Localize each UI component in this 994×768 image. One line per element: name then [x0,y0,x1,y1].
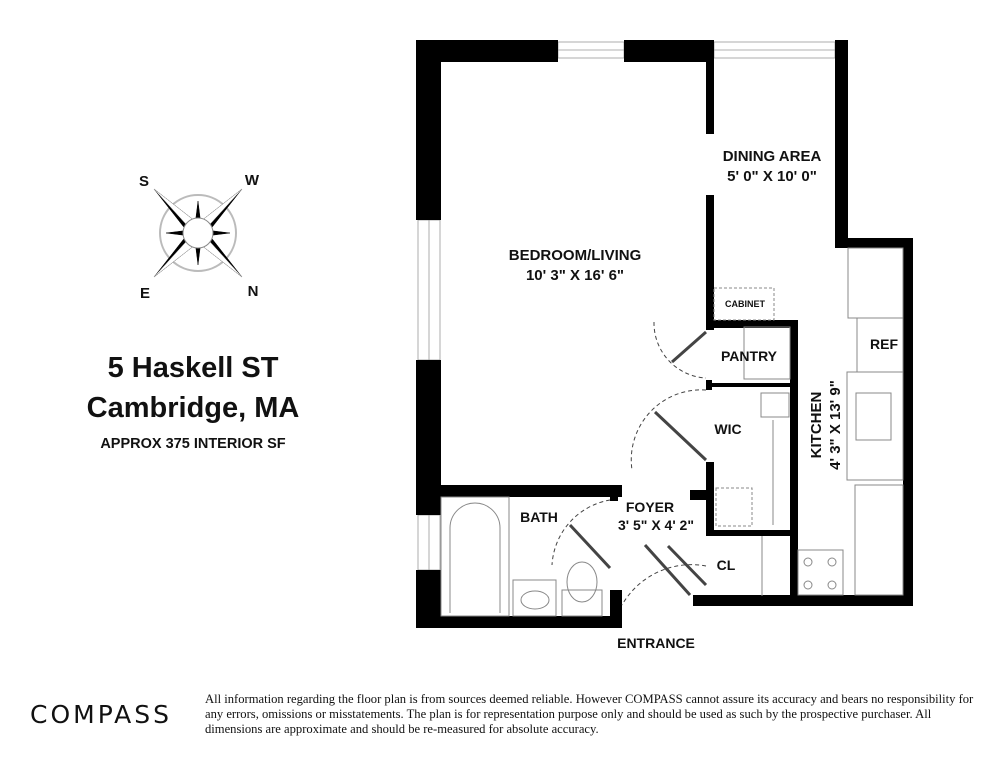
kitchen-size: 4' 3" X 13' 9" [827,380,844,470]
closet-label: CL [717,557,736,573]
compass-logo: COMPASS [30,700,173,729]
address-line1: 5 Haskell ST [107,352,279,384]
walls [416,40,913,628]
dining-name: DINING AREA [723,148,822,165]
windows [417,41,836,571]
wic-label: WIC [714,421,741,437]
compass-label-s: S [139,173,149,190]
bedroom-size: 10' 3" X 16' 6" [526,267,624,284]
bedroom-name: BEDROOM/LIVING [509,247,642,264]
disclaimer-text: All information regarding the floor plan… [205,692,974,736]
compass-label-w: W [245,172,260,189]
address-line2: Cambridge, MA [86,392,300,424]
bath-label: BATH [520,509,558,525]
ref-label: REF [870,336,898,352]
entrance-label: ENTRANCE [617,635,695,651]
room-labels: BEDROOM/LIVING 10' 3" X 16' 6" DINING AR… [509,148,899,651]
interior-area: APPROX 375 INTERIOR SF [100,436,286,452]
doors [551,321,708,606]
dining-size: 5' 0" X 10' 0" [727,168,817,185]
compass-rose-icon [153,188,243,278]
compass-label-n: N [248,283,259,300]
foyer-size: 3' 5" X 4' 2" [618,517,694,533]
kitchen-name: KITCHEN [808,392,825,459]
foyer-name: FOYER [626,499,674,515]
fixtures [440,247,904,617]
cabinet-label: CABINET [725,299,766,309]
compass-label-e: E [140,285,150,302]
pantry-label: PANTRY [721,348,778,364]
